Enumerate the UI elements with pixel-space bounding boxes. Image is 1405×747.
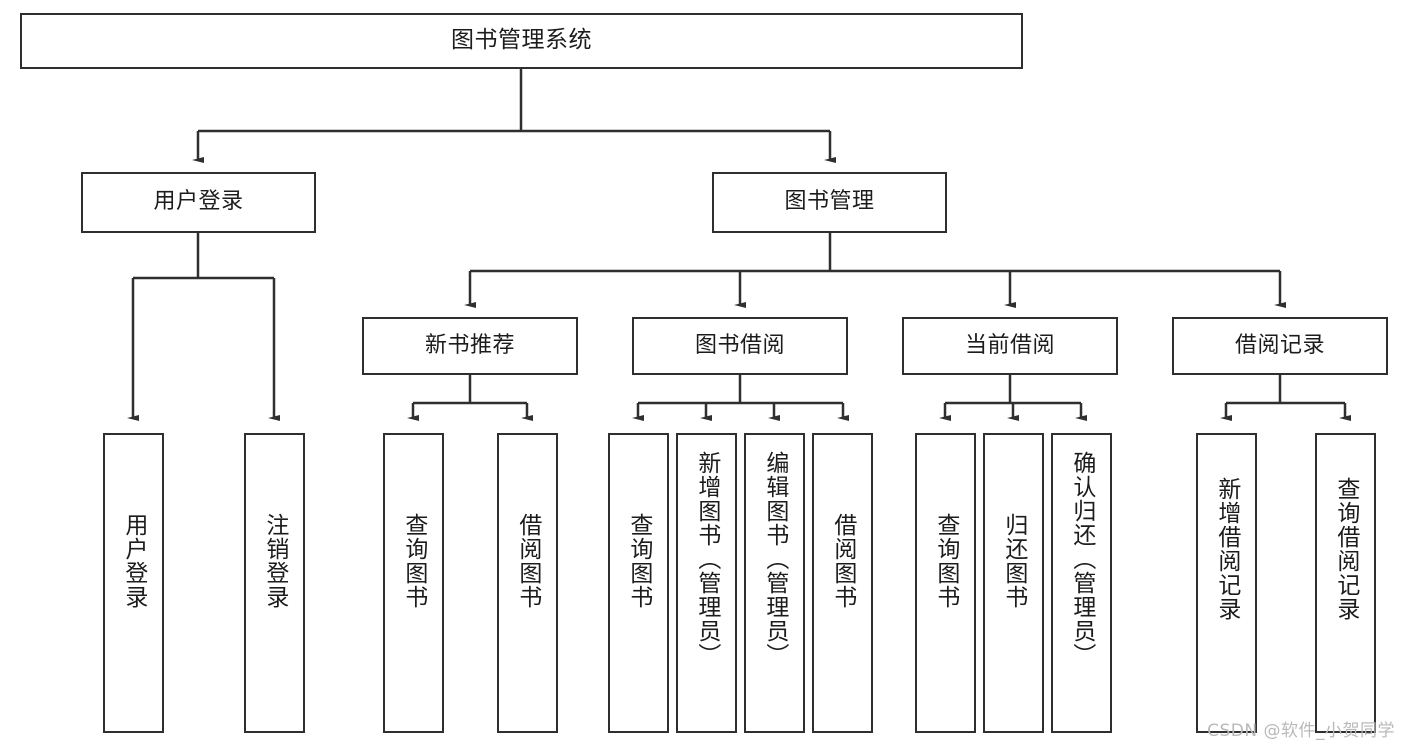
node-new-book-recommend[interactable]: 新书推荐: [362, 317, 578, 375]
leaf-label: 查询借阅记录: [1332, 477, 1359, 621]
watermark-text: CSDN @软件_小贺同学: [1207, 721, 1395, 741]
node-book-borrow[interactable]: 图书借阅: [632, 317, 848, 375]
leaf-user-login-signout[interactable]: 注销登录: [244, 433, 305, 733]
leaf-label: 新增图书（管理员）: [693, 451, 720, 667]
leaf-label: 查询图书: [400, 513, 427, 609]
leaf-label: 借阅图书: [829, 513, 856, 609]
leaf-borrow-add-book-admin[interactable]: 新增图书（管理员）: [676, 433, 737, 733]
node-label: 借阅记录: [1234, 332, 1325, 358]
leaf-borrow-edit-book-admin[interactable]: 编辑图书（管理员）: [744, 433, 805, 733]
leaf-recommend-query-book[interactable]: 查询图书: [383, 433, 444, 733]
leaf-borrow-query-book[interactable]: 查询图书: [608, 433, 669, 733]
leaf-borrow-borrow-book[interactable]: 借阅图书: [812, 433, 873, 733]
leaf-record-query-record[interactable]: 查询借阅记录: [1315, 433, 1376, 733]
leaf-current-return-book[interactable]: 归还图书: [983, 433, 1044, 733]
leaf-label: 借阅图书: [514, 513, 541, 609]
leaf-label: 用户登录: [120, 513, 147, 609]
node-book-management[interactable]: 图书管理: [712, 172, 947, 233]
leaf-label: 确认归还（管理员）: [1068, 451, 1095, 667]
node-label: 图书管理: [784, 189, 875, 215]
leaf-record-add-record[interactable]: 新增借阅记录: [1196, 433, 1257, 733]
node-current-borrow[interactable]: 当前借阅: [902, 317, 1118, 375]
node-label: 图书借阅: [694, 332, 785, 358]
leaf-current-confirm-return-admin[interactable]: 确认归还（管理员）: [1051, 433, 1112, 733]
node-root-system[interactable]: 图书管理系统: [20, 13, 1023, 69]
leaf-recommend-borrow-book[interactable]: 借阅图书: [497, 433, 558, 733]
node-label: 当前借阅: [964, 332, 1055, 358]
leaf-label: 查询图书: [932, 513, 959, 609]
leaf-current-query-book[interactable]: 查询图书: [915, 433, 976, 733]
node-label: 图书管理系统: [451, 27, 592, 54]
leaf-user-login-signin[interactable]: 用户登录: [103, 433, 164, 733]
leaf-label: 归还图书: [1000, 513, 1027, 609]
leaf-label: 编辑图书（管理员）: [761, 451, 788, 667]
node-borrow-record[interactable]: 借阅记录: [1172, 317, 1388, 375]
leaf-label: 新增借阅记录: [1213, 477, 1240, 621]
node-label: 新书推荐: [424, 332, 515, 358]
node-user-login[interactable]: 用户登录: [81, 172, 316, 233]
leaf-label: 查询图书: [625, 513, 652, 609]
leaf-label: 注销登录: [261, 513, 288, 609]
node-label: 用户登录: [153, 189, 244, 215]
